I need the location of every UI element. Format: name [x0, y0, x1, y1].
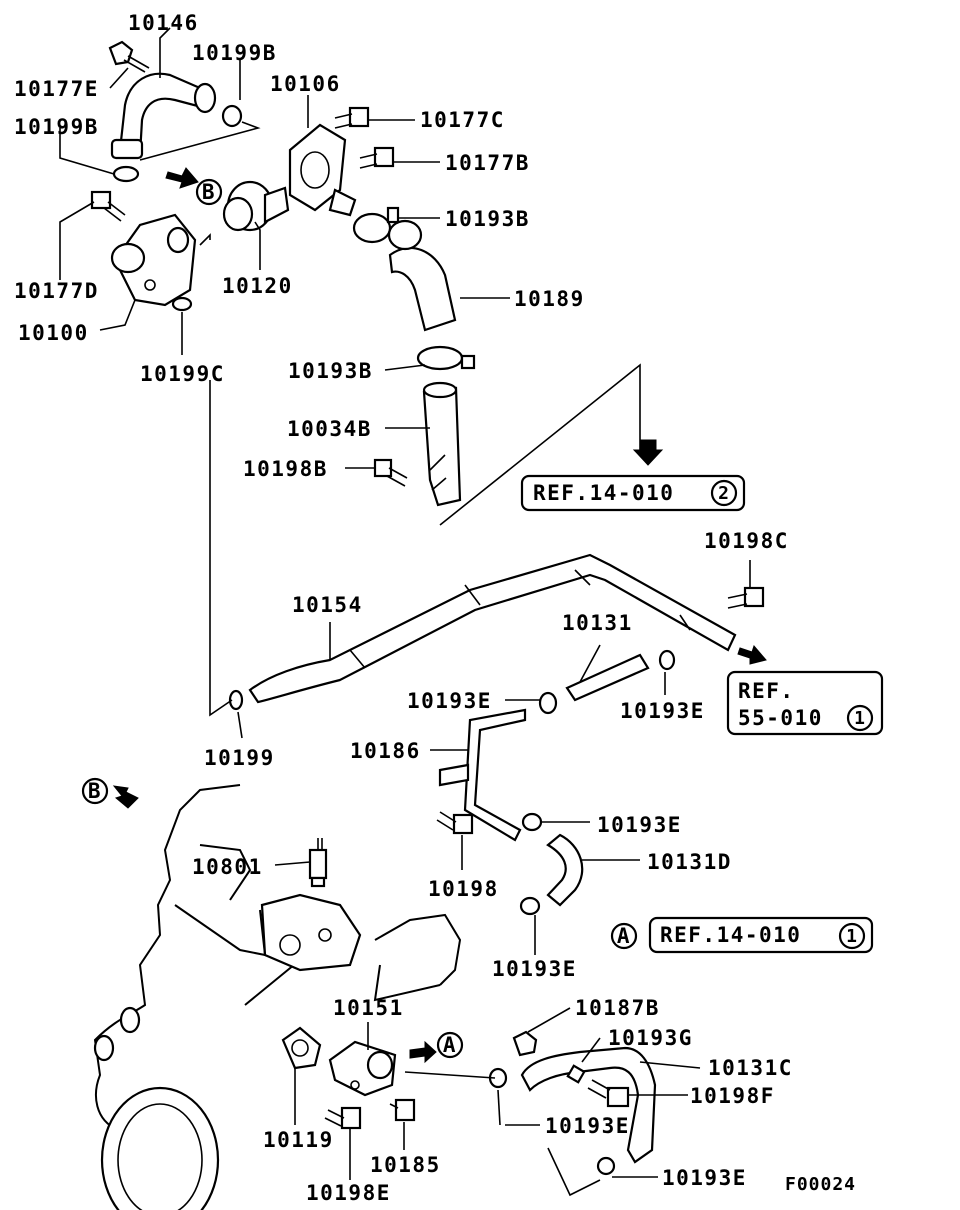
part-label: 10131C [708, 1056, 793, 1080]
bolt-10177C [334, 106, 370, 129]
ref-box-circle-num: 2 [718, 483, 730, 504]
marker-A-mid: A [443, 1033, 457, 1057]
part-label: 10154 [292, 593, 363, 617]
clamp-10193B-b [416, 345, 476, 371]
clamp-10193E-f [596, 1156, 616, 1176]
bolt-10198B [373, 458, 408, 487]
bolt-10198E [324, 1106, 362, 1130]
ref-box-text-line1: REF. [738, 679, 795, 703]
part-label: 10185 [370, 1153, 441, 1177]
part-labels: 10146 10177E 10199B 10199B 10106 10177C … [14, 11, 793, 1205]
clamp-10193E-b [658, 649, 676, 671]
ref-box-marker: A [617, 924, 631, 948]
part-label: 10193E [407, 689, 492, 713]
hose-10189 [387, 219, 457, 332]
pipe-10034B [422, 381, 462, 507]
part-label: 10199C [140, 362, 225, 386]
gasket-10119 [281, 1026, 322, 1070]
oring-10199B-left [112, 165, 140, 183]
part-label: 10198B [243, 457, 328, 481]
part-label: 10120 [222, 274, 293, 298]
part-label: 10198 [428, 877, 499, 901]
marker-circle-B-left [81, 777, 109, 805]
nut-10187B [512, 1030, 538, 1057]
ref-box-A-14-010-1: A REF.14-010 1 [610, 916, 874, 954]
thermostat-10120 [222, 180, 290, 232]
pipe-10146 [110, 72, 217, 160]
sensor-10801 [308, 838, 328, 888]
part-label: 10151 [333, 996, 404, 1020]
ref-box-text: REF.14-010 [660, 923, 801, 947]
part-label: 10801 [192, 855, 263, 879]
oring-10199B-top [221, 104, 243, 128]
outlet-10106 [288, 123, 357, 217]
part-label: 10131 [562, 611, 633, 635]
part-label: 10106 [270, 72, 341, 96]
marker-circle-A-mid [436, 1031, 464, 1059]
housing-10100 [110, 213, 197, 307]
gasket-10199C [171, 296, 193, 312]
ref-box-14-010-2: REF.14-010 2 [520, 474, 746, 512]
part-label: 10177C [420, 108, 505, 132]
part-label: 10131D [647, 850, 732, 874]
bolt-10177B [359, 146, 395, 169]
bolt-10198F [587, 1079, 630, 1108]
plug-10185 [389, 1098, 416, 1122]
hose-10131 [565, 653, 650, 702]
part-label: 10193B [288, 359, 373, 383]
part-label: 10189 [514, 287, 585, 311]
ref-box-circle-num: 1 [854, 708, 866, 729]
part-label: 10177E [14, 77, 99, 101]
clamp-10193E-a [538, 691, 558, 715]
ref-box-55-010-1: REF. 55-010 1 [726, 670, 884, 736]
marker-B-left: B [88, 779, 102, 803]
engine-block [93, 784, 462, 1210]
part-label: 10193E [545, 1114, 630, 1138]
ref-box-text: REF.14-010 [533, 481, 674, 505]
part-label: 10198F [690, 1084, 775, 1108]
part-label: 10187B [575, 996, 660, 1020]
part-label: 10100 [18, 321, 89, 345]
clamp-10193E-c [521, 812, 543, 832]
part-label: 10193B [445, 207, 530, 231]
oring-10199 [228, 689, 244, 711]
part-label: 10177D [14, 279, 99, 303]
hose-10131D [546, 833, 584, 907]
part-label: 10034B [287, 417, 372, 441]
part-label: 10186 [350, 739, 421, 763]
flow-arrows [112, 167, 767, 1064]
ref-box-text-line2: 55-010 [738, 706, 823, 730]
part-label: 10177B [445, 151, 530, 175]
marker-B-top: B [202, 180, 216, 204]
part-label: 10198E [306, 1181, 391, 1205]
pipe-10154 [248, 553, 737, 704]
hose-10131C [520, 1046, 657, 1164]
part-label: 10198C [704, 529, 789, 553]
part-label: 10199B [14, 115, 99, 139]
part-label: 10193E [492, 957, 577, 981]
part-label: 10193G [608, 1026, 693, 1050]
bolt-10198 [436, 811, 474, 835]
part-label: 10193E [620, 699, 705, 723]
bolt-10177E [108, 40, 150, 73]
ref-box-circle-num: 1 [846, 926, 858, 947]
pipe-10186 [438, 708, 527, 842]
bolt-10177D [90, 190, 126, 222]
fitting-10151 [328, 1040, 397, 1097]
bolt-10198C [727, 586, 765, 609]
part-label: 10199B [192, 41, 277, 65]
part-label: 10193E [597, 813, 682, 837]
part-label: 10199 [204, 746, 275, 770]
part-label: 10146 [128, 11, 199, 35]
clamp-10193E-d [519, 896, 541, 916]
part-label: 10119 [263, 1128, 334, 1152]
part-label: 10193E [662, 1166, 747, 1190]
clamp-10193G [566, 1064, 586, 1084]
marker-circle-B-top [195, 178, 223, 206]
leader-lines [59, 27, 751, 1197]
diagram-code: F00024 [785, 1174, 856, 1195]
